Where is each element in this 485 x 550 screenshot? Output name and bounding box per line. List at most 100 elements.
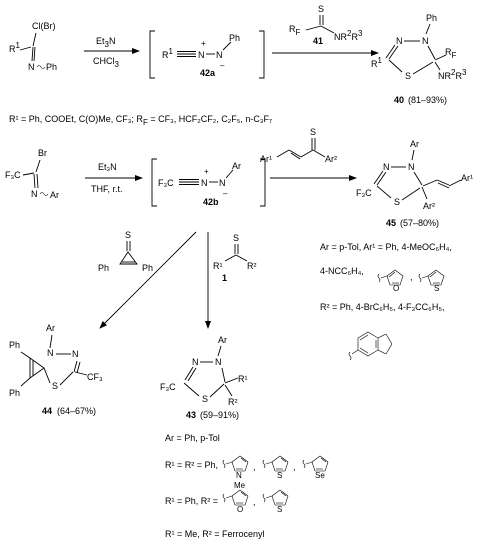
n2-label: N bbox=[72, 349, 79, 359]
r1-label: R1 bbox=[371, 56, 383, 69]
n1-label: N bbox=[47, 348, 54, 358]
compound-label-44: 44 bbox=[42, 406, 52, 416]
thiadiazoline-43: Ar N N F₃C S R¹ R² 43 (59–91%) bbox=[160, 335, 248, 420]
reagent-chcl3: CHCl3 bbox=[93, 56, 120, 69]
ar-label: Ar bbox=[410, 139, 419, 149]
ar1-label: Ar¹ bbox=[260, 154, 272, 164]
compound-label-1: 1 bbox=[222, 273, 227, 283]
reagent-et3n-1: Et3N bbox=[96, 36, 115, 49]
compound-label-40: 40 bbox=[394, 95, 404, 105]
nr2r3-label: NR2R3 bbox=[438, 68, 467, 81]
reagent-thf: THF, r.t. bbox=[91, 184, 123, 194]
s-label: S bbox=[318, 4, 324, 14]
definition-r1-rf: R¹ = Ph, COOEt, C(O)Me, CF₃; RF = CF₃, H… bbox=[9, 114, 272, 127]
n2-label: N bbox=[219, 178, 226, 188]
def-ar-line: Ar = p-Tol, Ar¹ = Ph, 4-MeOC₆H₄, bbox=[320, 242, 452, 252]
arrow-1: Et3N CHCl3 bbox=[84, 36, 140, 69]
enethione: Ar¹ S Ar² bbox=[260, 127, 337, 164]
n2-label: N bbox=[408, 162, 415, 172]
selenophene-icon: Se bbox=[302, 455, 329, 480]
r1-label: R1 bbox=[162, 47, 174, 60]
furan-icon: O bbox=[377, 269, 404, 293]
reaction-2: Br F₃C N Ar Et₃N THF, r.t. F₃C N + bbox=[5, 127, 473, 420]
nitrile-imine-42a: R1 N + N – Ph 42a bbox=[149, 30, 265, 79]
thioamide-41: S RF NR2R3 41 bbox=[289, 4, 363, 46]
nitrile-imine-42b: F₃C N + N – Ar 42b bbox=[151, 158, 266, 207]
cf3-label: F₃C bbox=[5, 170, 21, 180]
definitions-43: Ar = Ph, p-Tol R¹ = R² = Ph, N Me , S , bbox=[165, 433, 329, 539]
ph-label: Ph bbox=[426, 13, 437, 23]
comma: , bbox=[410, 272, 413, 282]
s-label: S bbox=[233, 233, 239, 243]
ar2-label: Ar² bbox=[325, 154, 337, 164]
n1-label: N bbox=[383, 162, 390, 172]
halide-label: Cl(Br) bbox=[32, 21, 56, 31]
n2-label: N bbox=[215, 357, 222, 367]
n-label: N bbox=[31, 189, 38, 199]
benzodioxole-icon bbox=[348, 331, 393, 361]
thiophene-s: S bbox=[277, 471, 282, 480]
furan-o: O bbox=[393, 284, 399, 293]
definitions-45: Ar = p-Tol, Ar¹ = Ph, 4-MeOC₆H₄, 4-NCC₆H… bbox=[320, 242, 452, 361]
thiophene-icon: S bbox=[262, 489, 289, 514]
pyrrole-n: N bbox=[236, 471, 242, 480]
arrow-5 bbox=[99, 231, 197, 329]
furan-o: O bbox=[237, 505, 243, 514]
compound-label-42a: 42a bbox=[200, 68, 216, 78]
compound-label-42b: 42b bbox=[203, 197, 219, 207]
ph2-label: Ph bbox=[142, 263, 153, 273]
thiadiazoline-45: N N Ar F₃C S Ar² Ar¹ 45 (57–80%) bbox=[356, 139, 473, 228]
furan-icon: O bbox=[222, 489, 249, 514]
def-ar-43: Ar = Ph, p-Tol bbox=[165, 433, 220, 443]
cyclopropenethione: S Ph Ph bbox=[98, 230, 153, 273]
minus-charge: – bbox=[223, 189, 228, 198]
s-label: S bbox=[394, 197, 400, 207]
s-label: S bbox=[202, 394, 208, 404]
compound-label-45: 45 bbox=[386, 218, 396, 228]
n2-label: N bbox=[216, 50, 223, 60]
thiophene-s: S bbox=[277, 505, 282, 514]
cf3-label: CF₃ bbox=[87, 372, 103, 382]
cf3-label: F₃C bbox=[158, 178, 174, 188]
ph-label: Ph bbox=[46, 62, 57, 72]
br-label: Br bbox=[38, 148, 47, 158]
s-label: S bbox=[52, 381, 58, 391]
yield-43: (59–91%) bbox=[200, 410, 239, 420]
ph1-label: Ph bbox=[9, 340, 20, 350]
selenophene-se: Se bbox=[315, 471, 325, 480]
ar2-label: Ar² bbox=[423, 201, 435, 211]
reaction-1: Cl(Br) R1 N Ph Et3N CHCl3 R1 N + bbox=[9, 4, 467, 127]
arrow-3: Et₃N THF, r.t. bbox=[85, 162, 143, 194]
s-label: S bbox=[125, 230, 131, 240]
thiadiazoline-40: N N Ph R1 S RF NR2R3 40 (81–93%) bbox=[371, 13, 467, 105]
n1-label: N bbox=[201, 178, 208, 188]
cf3-label: F₃C bbox=[160, 382, 176, 392]
comma: , bbox=[253, 497, 256, 507]
minus-charge: – bbox=[220, 61, 225, 70]
s-label: S bbox=[405, 71, 411, 81]
nr2r3-label: NR2R3 bbox=[334, 29, 363, 42]
comma: , bbox=[253, 462, 256, 472]
comma: , bbox=[293, 462, 296, 472]
n2-label: N bbox=[422, 36, 429, 46]
compound-label-41: 41 bbox=[313, 36, 323, 46]
plus-charge: + bbox=[201, 39, 206, 48]
pyrrole-icon: N Me bbox=[222, 455, 249, 490]
def-r1-r2: R¹ = R² = Ph, bbox=[165, 460, 218, 470]
ph2-label: Ph bbox=[9, 388, 20, 398]
thiophene-icon: S bbox=[262, 455, 289, 480]
r1-label: R¹ bbox=[213, 261, 223, 271]
r2-label: R² bbox=[228, 397, 238, 407]
n1-label: N bbox=[396, 36, 403, 46]
plus-charge: + bbox=[204, 167, 209, 176]
ar-label: Ar bbox=[46, 323, 55, 333]
ar-label: Ar bbox=[232, 161, 241, 171]
hydrazonoyl-bromide-2: Br F₃C N Ar bbox=[5, 148, 59, 200]
n1-label: N bbox=[192, 357, 199, 367]
n-label: N bbox=[28, 62, 35, 72]
def-ferrocenyl: R¹ = Me, R² = Ferrocenyl bbox=[165, 529, 265, 539]
thiophene-icon: S bbox=[418, 269, 445, 293]
yield-40: (81–93%) bbox=[408, 95, 447, 105]
ar-label: Ar bbox=[50, 190, 59, 200]
r2-label: R² bbox=[247, 261, 257, 271]
